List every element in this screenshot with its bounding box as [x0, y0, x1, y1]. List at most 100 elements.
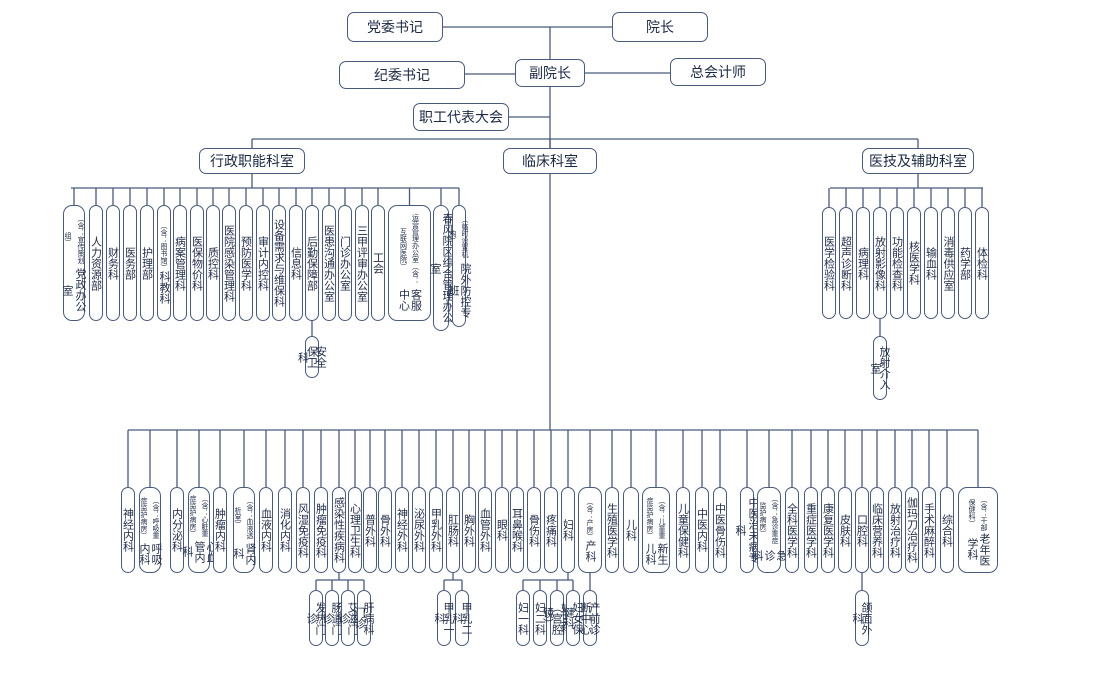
admin-dept-21: 春风院区综合管理办公室 [429, 205, 454, 331]
clinical-dept-23: 骨伤科 [527, 487, 541, 573]
chief-accountant-box: 总会计师 [670, 58, 766, 86]
clinical-dept-32: 中医骨伤科 [713, 487, 727, 573]
clinical-dept-27: 生殖医学科 [605, 487, 619, 573]
admin-dept-16-label: 医患沟通办公室 [322, 224, 336, 302]
admin-dept-7: 病案管理科 [173, 205, 187, 321]
vice-president-box-label: 副院长 [529, 66, 571, 82]
support-dept-4-label: 放射影像科 [873, 235, 887, 291]
admin-dept-10-label: 医院感染管理科 [222, 224, 236, 302]
clinical-dept-26-note: （含：产房） [586, 498, 594, 540]
admin-dept-6-note: （含：图书馆） [160, 222, 168, 271]
admin-dept-1-label: 党政办公室 [61, 268, 87, 313]
admin-dept-10: 医院感染管理科 [222, 205, 236, 321]
admin-dept-3-label: 财务科 [106, 246, 120, 280]
clinical-dept-13-label: 普外科 [363, 513, 377, 547]
support-dept-10-label: 体检科 [975, 246, 989, 280]
clinical-dept-39-label: 口腔科 [855, 513, 869, 547]
clinical-dept-3: 内分泌科 [170, 487, 184, 573]
clinical-dept-41: 放射治疗科 [888, 487, 902, 573]
clinical-dept-10: 肿瘤免疫科 [314, 487, 328, 573]
clinical-dept-44-label: 综合科 [940, 513, 954, 547]
clinical-dept-28-label: 儿科 [624, 519, 638, 541]
clinical-dept-23-label: 骨伤科 [527, 513, 541, 547]
clinical-branch-box-label: 临床科室 [522, 154, 578, 170]
clinical-dept-44: 综合科 [940, 487, 954, 573]
clinical-dept-42: 伽玛刀治疗科 [905, 487, 919, 573]
admin-dept-15: 后勤保障部 [305, 205, 319, 321]
support-dept-5: 功能检查科 [890, 207, 904, 319]
clinical-dept-39: 口腔科 [855, 487, 869, 573]
clinical-dept-43: 手术麻醉科 [922, 487, 936, 573]
security-section-box-label: 安全保卫科 [296, 346, 328, 368]
support-dept-6-label: 核医学科 [907, 241, 921, 285]
chief-accountant-box-label: 总会计师 [690, 65, 746, 81]
clinical-dept-4-label: 心血管内科 [181, 540, 218, 563]
clinical-dept-28: 儿科 [623, 487, 639, 573]
support-dept-7: 输血科 [924, 207, 938, 319]
admin-dept-9-label: 质控科 [206, 246, 220, 280]
clinical-dept-4-note: （含：心脏重症监护病房） [189, 494, 209, 537]
prenatal-center-box-label: 产前诊断中心 [579, 601, 601, 635]
clinical-dept-21-label: 眼科 [495, 519, 509, 541]
clinical-dept-24: 疼痛科 [544, 487, 558, 573]
clinical-dept-7-label: 血液内科 [259, 508, 273, 552]
workers-congress-box: 职工代表大会 [413, 103, 509, 131]
infection-clinic-1: 发热门诊 [305, 590, 327, 646]
admin-dept-21-label: 春风院区综合管理办公室 [429, 213, 454, 323]
clinical-dept-22-label: 耳鼻喉科 [510, 508, 524, 552]
support-dept-9: 药学部 [958, 207, 972, 319]
maxillofacial-box: 颌面外科 [851, 590, 873, 646]
admin-dept-4-label: 医务部 [123, 246, 137, 280]
clinical-dept-12-label: 心理卫生科 [348, 502, 362, 558]
admin-dept-6-label: 科教科 [158, 271, 171, 304]
clinical-dept-17-label: 甲乳外科 [429, 508, 443, 552]
support-dept-1-label: 医学检验科 [822, 235, 836, 291]
discipline-secretary-box: 纪委书记 [339, 61, 465, 89]
admin-dept-8-label: 医保物价科 [190, 235, 204, 291]
support-dept-8: 消毒供应室 [941, 207, 955, 319]
infection-clinic-2-label: 肠道门诊 [321, 601, 343, 635]
admin-dept-19-label: 工会 [371, 252, 385, 274]
clinical-dept-41-label: 放射治疗科 [888, 502, 902, 558]
admin-dept-14: 信息科 [289, 205, 303, 321]
clinical-dept-32-label: 中医骨伤科 [713, 502, 727, 558]
clinical-dept-16-label: 泌尿外科 [412, 508, 426, 552]
admin-branch-box: 行政职能科室 [199, 148, 305, 174]
clinical-dept-38-label: 皮肤科 [838, 513, 852, 547]
admin-dept-12: 审计内控科 [256, 205, 270, 321]
admin-dept-15-label: 后勤保障部 [305, 235, 319, 291]
admin-dept-11-label: 预防医学科 [239, 235, 253, 291]
admin-dept-22-label: 院外防控专班 [447, 263, 472, 319]
admin-dept-18: 三甲评审办公室 [355, 205, 369, 321]
clinical-dept-5-label: 肿瘤内科 [213, 508, 227, 552]
clinical-dept-9: 风湿免疫科 [296, 487, 310, 573]
gyn-unit-2-label: 妇二科 [533, 601, 547, 635]
admin-branch-box-label: 行政职能科室 [210, 154, 294, 170]
support-dept-8-label: 消毒供应室 [942, 235, 955, 291]
clinical-dept-26-label: 产科 [584, 540, 597, 562]
clinical-dept-6-note: （含：血液透析室） [234, 496, 254, 539]
gyn-unit-2: 妇二科 [533, 590, 547, 646]
support-dept-3: 病理科 [856, 207, 870, 319]
admin-dept-2: 人力资源部 [89, 205, 103, 321]
clinical-dept-37-label: 康复医学科 [821, 502, 835, 558]
clinical-dept-18-label: 肛肠科 [446, 513, 460, 547]
clinical-dept-43-label: 手术麻醉科 [922, 502, 936, 558]
clinical-dept-30: 儿童保健科 [676, 487, 690, 573]
clinical-dept-42-label: 伽玛刀治疗科 [905, 497, 919, 563]
admin-dept-22-note: （临时设置机构） [449, 215, 469, 258]
clinical-dept-6: （含：血液透析室）肾内科 [232, 487, 257, 573]
support-dept-7-label: 输血科 [924, 246, 938, 280]
clinical-dept-4: （含：心脏重症监护病房） 心血管内科 [181, 487, 218, 573]
support-dept-4: 放射影像科 [873, 207, 887, 319]
support-dept-2: 超声诊断科 [839, 207, 853, 319]
support-dept-9-label: 药学部 [958, 246, 972, 280]
admin-dept-13: 设备需求与维保科 [272, 205, 286, 321]
admin-dept-16: 医患沟通办公室 [322, 205, 336, 321]
breast-unit-1-label: 甲乳一科 [433, 601, 455, 635]
clinical-dept-27-label: 生殖医学科 [605, 502, 619, 558]
admin-dept-13-label: 设备需求与维保科 [272, 219, 286, 307]
breast-unit-2: 甲乳二科 [451, 590, 473, 646]
admin-dept-11: 预防医学科 [239, 205, 253, 321]
